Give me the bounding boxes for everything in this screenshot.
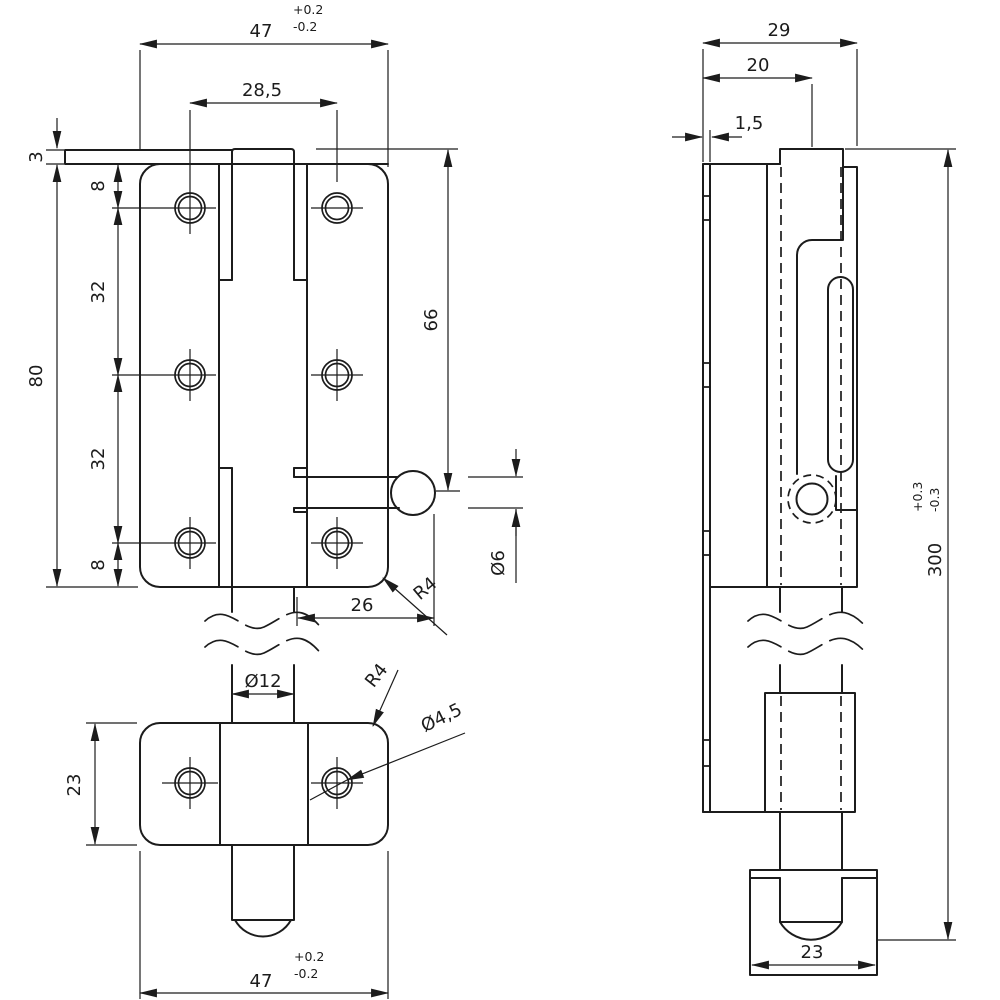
front-top-flange: [64, 149, 389, 165]
dim-front-top-to-knob: 66: [421, 309, 442, 332]
side-guide-sleeve: [702, 692, 856, 813]
dim-side-depth: 29: [768, 20, 791, 41]
side-rod-break-stubs: [779, 586, 843, 694]
side-knob-stem-circle: [795, 482, 829, 516]
front-housing-shoulders: [218, 279, 308, 469]
front-rod-tip: [231, 844, 295, 921]
front-rod-break-stubs: [231, 586, 295, 724]
side-break-line-1: [747, 611, 869, 630]
dim-front-width-top-tol-plus: +0.2: [293, 2, 323, 17]
side-backplate-hole-ticks: [702, 195, 711, 767]
front-keeper-rails: [219, 722, 309, 846]
front-break-line-1: [204, 611, 323, 630]
front-rod-upper: [231, 164, 295, 281]
side-slot-ledge: [835, 475, 858, 511]
side-rod-hidden-upper: [780, 167, 842, 585]
front-keeper-plate: [139, 722, 389, 846]
front-break-line-2: [204, 637, 323, 656]
dim-front-hole-spacing: 28,5: [242, 80, 282, 101]
front-rod-tip-dome: [234, 919, 292, 938]
side-break-line-2: [747, 637, 869, 656]
front-keeper-holes: [162, 757, 363, 809]
dim-side-total-length-tol-plus: +0.3: [910, 482, 925, 512]
dim-front-keeper-height: 23: [64, 774, 85, 797]
side-rod-tip-dome: [779, 921, 843, 941]
dim-front-knob-dia: Ø6: [488, 550, 509, 576]
side-backplate: [702, 163, 711, 813]
front-knob-ball: [390, 470, 436, 516]
dim-side-slot-position: 20: [747, 55, 770, 76]
side-rod-hidden-sleeve: [780, 696, 842, 810]
dim-front-hole-pitch-upper: 32: [88, 281, 109, 304]
dim-front-hole-offset-top: 8: [88, 180, 109, 191]
front-screw-holes: [112, 182, 363, 569]
dim-front-width-bottom-tol-plus: +0.2: [294, 949, 324, 964]
dim-front-rod-dia: Ø12: [244, 671, 281, 692]
dim-front-width-bottom: 47: [250, 971, 273, 992]
dim-side-keeper-width: 23: [801, 942, 824, 963]
side-bolt-head-profile: [779, 148, 844, 475]
dim-front-radius-upper: R4: [410, 573, 442, 604]
dim-front-hole-dia: Ø4,5: [418, 699, 466, 737]
side-view: [702, 148, 878, 976]
dim-side-total-length: 300: [925, 543, 946, 577]
side-keeper-box: [749, 869, 878, 976]
side-rod-lower: [779, 811, 843, 871]
front-bolt-head: [231, 148, 295, 166]
front-handle-bar: [293, 476, 400, 509]
dim-side-total-length-tol-minus: -0.3: [927, 488, 942, 512]
front-view: [64, 148, 436, 938]
side-knob-ball-hidden: [787, 474, 837, 524]
dim-side-plate-thickness: 1,5: [735, 113, 764, 134]
dim-front-flange-thickness: 3: [26, 151, 47, 162]
side-rod-in-keeper: [779, 877, 843, 923]
dim-front-width-top-tol-minus: -0.2: [293, 19, 317, 34]
front-guide-rails: [218, 163, 308, 588]
dim-front-knob-offset: 26: [351, 595, 374, 616]
side-knob-slot: [827, 276, 854, 473]
dim-front-hole-offset-bottom: 8: [88, 559, 109, 570]
side-case-outline: [702, 163, 858, 588]
dim-front-width-top: 47: [250, 21, 273, 42]
dim-front-width-bottom-tol-minus: -0.2: [294, 966, 318, 981]
dim-front-hole-pitch-lower: 32: [88, 448, 109, 471]
dimensions: 47 +0.2 -0.2 28,5 3 80 8 32 32 8 66 Ø6: [26, 2, 956, 999]
dim-front-plate-height: 80: [26, 365, 47, 388]
front-rod-lower: [231, 467, 308, 588]
dim-front-radius-lower: R4: [361, 660, 392, 692]
